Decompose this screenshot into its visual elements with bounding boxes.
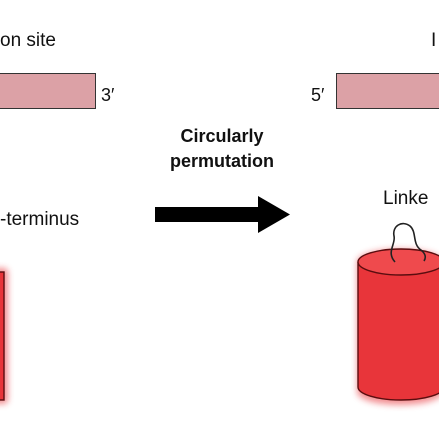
left-site-header: on site [0, 30, 56, 51]
linker-loop [390, 222, 427, 263]
right-site-header: I [431, 30, 437, 51]
left-gene-bar [0, 73, 96, 109]
process-arrow [155, 196, 290, 233]
left-3prime-label: 3′ [101, 85, 115, 105]
process-title: Circularly permutation [169, 126, 274, 171]
right-gene-bar [336, 73, 439, 109]
left-protein-cylinder [0, 268, 8, 404]
right-linker-label: Linke [383, 188, 429, 209]
right-protein-cylinder [357, 248, 439, 405]
right-5prime-label: 5′ [311, 85, 325, 105]
left-terminus-label: -terminus [0, 209, 80, 230]
